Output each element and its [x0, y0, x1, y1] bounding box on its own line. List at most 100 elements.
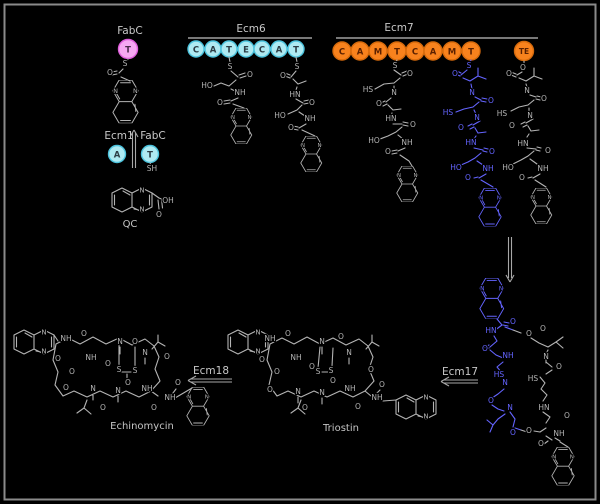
atom-label-hs: HS [443, 108, 454, 117]
quinoxaline-ring [551, 447, 575, 486]
atom-label-o: O [156, 210, 162, 219]
cyclization-arrow-down [505, 237, 515, 283]
atom-label-o: O [107, 68, 113, 77]
atom-label-n: N [474, 113, 480, 122]
ecm7-domains: C A M T C A M T TE [332, 40, 535, 62]
atom-label-hn: HN [465, 138, 476, 147]
atom-label-o: O [509, 121, 515, 130]
atom-label-hs: HS [494, 370, 505, 379]
atom-label-o: O [556, 362, 562, 371]
atom-label-s: S [228, 62, 233, 71]
atom-label-n: N [527, 111, 533, 120]
domain-circle-a2 [270, 40, 288, 58]
atom-label-o: O [338, 332, 344, 341]
atom-label-s: S [329, 366, 334, 375]
atom-label-ho: HO [450, 163, 462, 172]
ecm18-step: Ecm18 [187, 365, 232, 386]
atom-label-o: O [100, 403, 106, 412]
atom-label-s: S [467, 61, 472, 70]
atom-label-n: N [115, 386, 121, 395]
atom-label-n: N [507, 403, 513, 412]
ecm1-label: Ecm1 [104, 130, 133, 142]
atom-label-o: O [247, 70, 253, 79]
atom-label-o: O [540, 324, 546, 333]
domain-circle-m2 [442, 41, 462, 61]
atom-label-nh: NH [401, 138, 412, 147]
atom-label-n: N [319, 337, 325, 346]
domain-letter-c2: C [259, 46, 265, 56]
atom-label-o: O [488, 396, 494, 405]
domain-circle-c1 [187, 40, 205, 58]
atom-label-o: O [385, 147, 391, 156]
atom-label-hn: HN [385, 114, 396, 123]
domain-letter-a1: A [210, 46, 217, 56]
atom-label-hs: HS [363, 85, 374, 94]
ecm6-domains: C A T E C A T [187, 40, 305, 58]
atom-label-o: O [285, 329, 291, 338]
quinoxaline-ring [396, 166, 419, 202]
atom-label-o: O [452, 69, 458, 78]
quinoxaline-ring [530, 188, 553, 224]
atom-label-o: O [274, 367, 280, 376]
domain-letter-t2: T [293, 46, 299, 56]
ecm17-arrow-left [440, 376, 478, 387]
atom-label-nh: NH [164, 393, 175, 402]
domain-letter-e: E [243, 46, 249, 56]
atom-label-nh: NH [234, 88, 245, 97]
cyclic-intermediate-gray-half [512, 329, 575, 486]
atom-label-nh: NH [553, 429, 564, 438]
atom-label-nh: NH [264, 334, 275, 343]
loading-module: FabC T SO [106, 25, 143, 124]
atom-label-n: N [524, 86, 530, 95]
atom-label-o: O [489, 147, 495, 156]
border-frame [3, 3, 597, 501]
atom-label-o: O [379, 380, 385, 389]
atom-label-nh: NH [371, 393, 382, 402]
atom-label-o: O [545, 146, 551, 155]
atom-label-nh: NH [344, 384, 355, 393]
atom-label-n: N [469, 88, 475, 97]
atom-label-hn: HN [289, 90, 300, 99]
atom-label-nh: NH [502, 351, 513, 360]
quinoxaline-ring [478, 188, 502, 227]
atom-label-o: O [330, 376, 336, 385]
atom-label-o: O [288, 123, 294, 132]
atom-label-nh: NH [537, 164, 548, 173]
echinomycin-name: Echinomycin [110, 421, 174, 432]
atom-label-o: O [175, 378, 181, 387]
atom-label-o: O [465, 173, 471, 182]
cyclic-intermediate-blue-half [479, 278, 522, 433]
domain-circle-m1 [368, 41, 388, 61]
atom-label-n: N [142, 348, 148, 357]
atom-label-o: O [376, 99, 382, 108]
atom-label-ho: HO [201, 81, 213, 90]
adenylation-domain-letter: A [114, 151, 121, 161]
atom-label-o: O [520, 63, 526, 72]
atom-label-o: O [125, 378, 131, 387]
quinoxaline-ring [110, 186, 154, 214]
atom-label-s: S [295, 62, 300, 71]
quinoxaline-ring [112, 80, 139, 124]
domain-letter-t1: T [226, 46, 232, 56]
atom-label-o: O [105, 359, 111, 368]
atom-label-o: O [541, 94, 547, 103]
loading-arrow-up [129, 129, 139, 168]
atom-label-n: N [90, 384, 96, 393]
atom-label-nh: NH [304, 114, 315, 123]
ecm7-label: Ecm7 [384, 22, 413, 34]
fabc-label: FabC [140, 130, 166, 142]
atom-label-o: O [355, 402, 361, 411]
domain-letter-t1: T [394, 48, 400, 58]
domain-letter-t2: T [468, 48, 474, 58]
atom-label-o: O [309, 98, 315, 107]
